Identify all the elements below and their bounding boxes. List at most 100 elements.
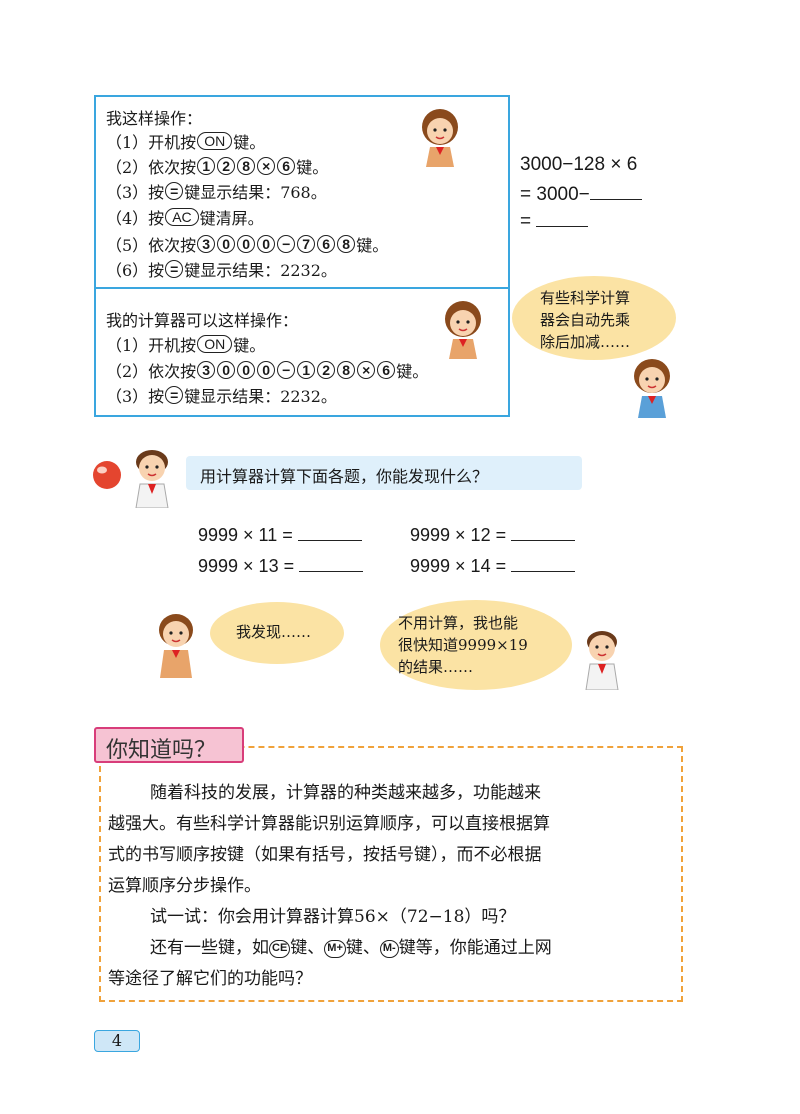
question-text: 用计算器计算下面各题，你能发现什么？	[200, 467, 489, 486]
paragraph-line: 运算顺序分步操作。	[108, 876, 261, 896]
box-divider	[96, 287, 508, 289]
speech-bubble	[512, 276, 676, 360]
speech-bubble	[380, 600, 572, 690]
box2-step1: （1）开机按 ON 键。	[106, 332, 265, 356]
key-0: 0	[237, 235, 256, 253]
girl-illustration	[634, 359, 670, 418]
key-8: 8	[337, 235, 356, 253]
paragraph-line: 式的书写顺序按键（如果有括号，按括号键），而不必根据	[108, 845, 542, 865]
girl-illustration	[422, 109, 458, 167]
answer-blank	[511, 553, 576, 572]
page-number: 4	[94, 1030, 140, 1052]
step-text: 键显示结果：2232。	[184, 387, 337, 406]
key-8: 8	[237, 157, 256, 175]
bubble-line: 器会自动先乘	[540, 311, 631, 329]
exercise-2: 9999 × 12 =	[410, 522, 576, 546]
key-2: 2	[217, 157, 236, 175]
para-text: 还有一些键，如	[150, 938, 269, 958]
exercise-4: 9999 × 14 =	[410, 553, 576, 577]
bubble-line: 除后加减……	[540, 333, 631, 351]
key-7: 7	[297, 235, 316, 253]
bubble-line: 有些科学计算	[540, 289, 631, 307]
bubble-line: 我发现……	[236, 623, 312, 641]
key-equals: =	[165, 386, 184, 404]
box2-intro: 我的计算器可以这样操作：	[106, 311, 299, 330]
key-3: 3	[197, 361, 216, 379]
question-bar: 用计算器计算下面各题，你能发现什么？	[186, 456, 582, 490]
girl-illustration	[445, 301, 481, 359]
step-text: 键显示结果：768。	[184, 183, 327, 202]
boy-illustration	[135, 450, 169, 508]
box1-step5: （5）依次按 3 0 0 0 − 7 6 8 键。	[106, 232, 388, 256]
box1-step2: （2）依次按 1 2 8 × 6 键。	[106, 154, 328, 178]
key-2: 2	[317, 361, 336, 379]
step-text: （5）依次按	[106, 236, 197, 255]
calc-line-2: = 3000−	[520, 181, 642, 206]
key-1: 1	[197, 157, 216, 175]
key-1: 1	[297, 361, 316, 379]
box2-step3: （3）按 = 键显示结果：2232。	[106, 383, 337, 407]
key-6: 6	[377, 361, 396, 379]
para-text: 键、	[345, 938, 380, 958]
step-text: （2）依次按	[106, 362, 197, 381]
box2-step2: （2）依次按 3 0 0 0 − 1 2 8 × 6 键。	[106, 358, 428, 382]
paragraph-line: 等途径了解它们的功能吗？	[108, 969, 312, 989]
paragraph-line: 越强大。有些科学计算器能识别运算顺序，可以直接根据算	[108, 814, 550, 834]
key-3: 3	[197, 235, 216, 253]
boy-illustration	[585, 631, 619, 690]
box1-step6: （6）按 = 键显示结果：2232。	[106, 257, 337, 281]
step-text: （1）开机按	[106, 133, 197, 152]
bubble-line: 的结果……	[398, 658, 474, 676]
exercise-text: 9999 × 13 =	[198, 556, 295, 576]
answer-blank	[299, 553, 364, 572]
exercise-text: 9999 × 14 =	[410, 556, 507, 576]
step-text: 键。	[296, 158, 329, 177]
exercise-text: 9999 × 11 =	[198, 525, 293, 545]
answer-blank	[511, 522, 576, 541]
calc-line-1: 3000−128 × 6	[520, 154, 638, 175]
key-times: ×	[257, 157, 276, 175]
red-ball-icon	[93, 461, 121, 489]
box1-intro: 我这样操作：	[106, 109, 203, 128]
did-you-know-title: 你知道吗？	[94, 727, 244, 763]
exercise-1: 9999 × 11 =	[198, 522, 362, 546]
key-6: 6	[277, 157, 296, 175]
key-minus: −	[277, 361, 296, 379]
exercise-text: 9999 × 12 =	[410, 525, 507, 545]
key-0: 0	[217, 235, 236, 253]
key-minus: −	[277, 235, 296, 253]
key-0: 0	[257, 361, 276, 379]
calc-text: =	[520, 211, 532, 232]
title-text: 你知道吗？	[106, 738, 217, 763]
ce-key: CE	[269, 939, 291, 958]
step-text: （2）依次按	[106, 158, 197, 177]
girl-illustration	[159, 614, 193, 678]
key-0: 0	[217, 361, 236, 379]
answer-blank	[589, 181, 642, 200]
para-text: 键、	[290, 938, 325, 958]
bubble-line: 很快知道9999×19	[398, 636, 528, 654]
m-plus-key: M+	[324, 939, 346, 958]
para-text: 键等，你能通过上网	[398, 938, 552, 958]
exercise-3: 9999 × 13 =	[198, 553, 364, 577]
box1-step4: （4）按 AC 键清屏。	[106, 205, 264, 229]
step-text: 键。	[233, 336, 266, 355]
calc-line-3: =	[520, 208, 589, 233]
ac-key: AC	[165, 208, 199, 226]
step-text: 键。	[233, 133, 266, 152]
speech-bubble	[210, 602, 344, 664]
key-equals: =	[165, 182, 184, 200]
answer-blank	[536, 208, 589, 227]
step-text: 键显示结果：2232。	[184, 261, 337, 280]
step-text: （3）按	[106, 183, 165, 202]
paragraph-line: 随着科技的发展，计算器的种类越来越多，功能越来	[150, 783, 541, 803]
step-text: （6）按	[106, 261, 165, 280]
key-times: ×	[357, 361, 376, 379]
m-minus-key: M-	[379, 939, 399, 958]
calc-text: = 3000−	[520, 184, 590, 205]
key-6: 6	[317, 235, 336, 253]
page-number-text: 4	[111, 1031, 123, 1050]
step-text: 键。	[396, 362, 429, 381]
key-0: 0	[257, 235, 276, 253]
